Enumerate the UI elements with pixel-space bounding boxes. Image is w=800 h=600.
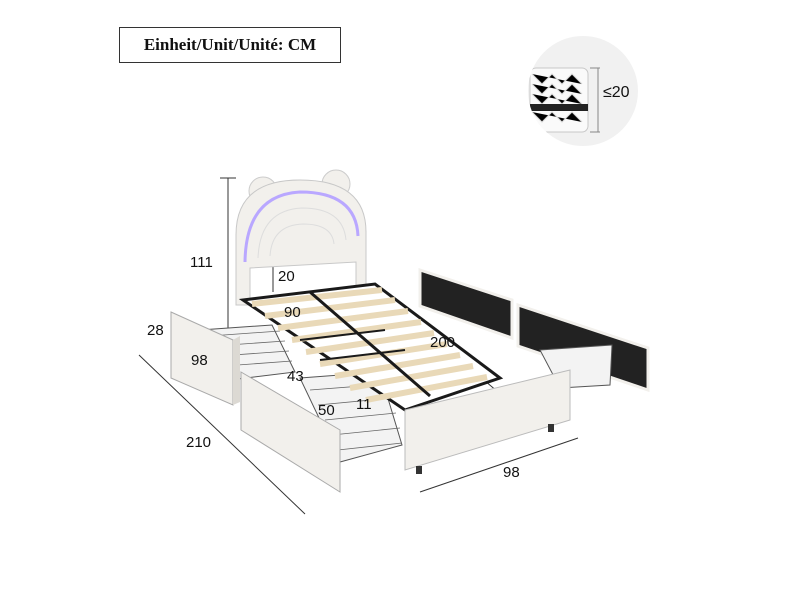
front-drawer <box>240 371 403 493</box>
footboard <box>404 369 571 474</box>
left-drawer <box>170 311 296 406</box>
dim-drawer-gap: 11 <box>356 396 372 413</box>
dim-headboard-panel: 20 <box>278 268 295 285</box>
dim-total-length: 210 <box>186 434 212 451</box>
side-rails <box>418 267 650 393</box>
dim-drawer-height: 28 <box>147 322 164 339</box>
dim-total-width: 98 <box>503 464 520 481</box>
mattress-inset <box>528 36 638 146</box>
dim-drawer-length: 98 <box>191 352 208 369</box>
mattress-illustration <box>529 67 600 133</box>
dim-drawer-width: 50 <box>318 402 335 419</box>
unit-label: Einheit/Unit/Unité: CM <box>119 27 341 63</box>
dim-headboard-height: 111 <box>190 254 213 271</box>
headboard <box>235 169 367 306</box>
dim-drawer-depth: 43 <box>287 368 304 385</box>
dim-length: 200 <box>430 334 456 351</box>
dim-slat-width: 90 <box>284 304 301 321</box>
bed-frame <box>238 282 504 412</box>
mattress-thickness-label: ≤20 <box>603 84 630 101</box>
